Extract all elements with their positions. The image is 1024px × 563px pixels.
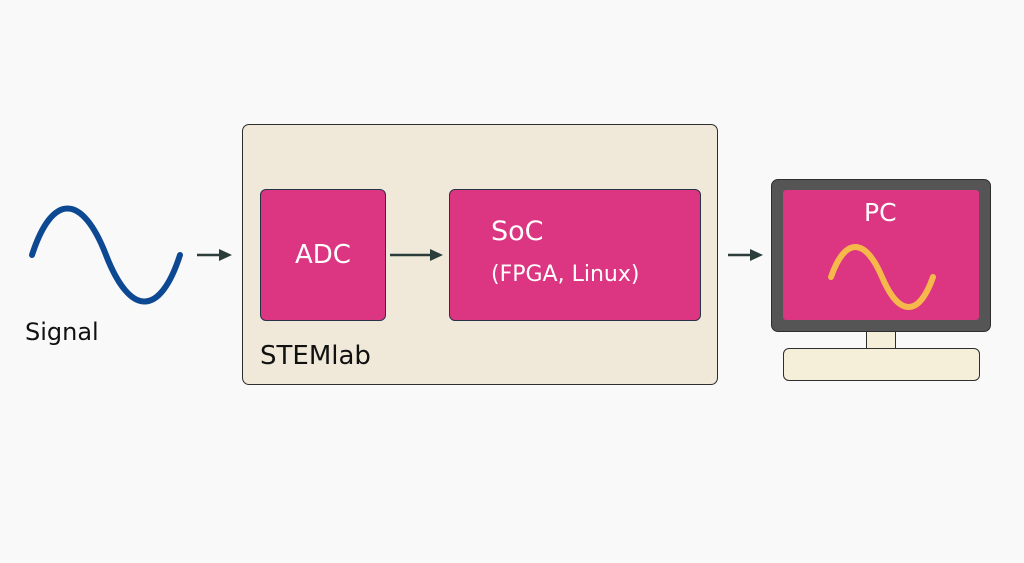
adc-label: ADC xyxy=(295,240,351,270)
adc-block xyxy=(260,189,386,321)
monitor-stand-base xyxy=(783,348,980,381)
signal-label: Signal xyxy=(25,318,99,346)
stemlab-label: STEMlab xyxy=(260,341,371,371)
arrow-adc-to-soc xyxy=(390,249,443,261)
arrow-signal-to-stemlab xyxy=(197,249,232,261)
input-sine-wave-icon xyxy=(29,205,183,305)
arrow-stemlab-to-pc xyxy=(728,249,763,261)
pc-label: PC xyxy=(864,198,897,227)
monitor-stand-neck xyxy=(866,331,896,349)
soc-label: SoC xyxy=(491,216,544,247)
output-sine-wave-icon xyxy=(828,244,936,310)
soc-sublabel: (FPGA, Linux) xyxy=(491,262,640,287)
monitor-screen xyxy=(783,190,979,320)
soc-block xyxy=(449,189,701,321)
